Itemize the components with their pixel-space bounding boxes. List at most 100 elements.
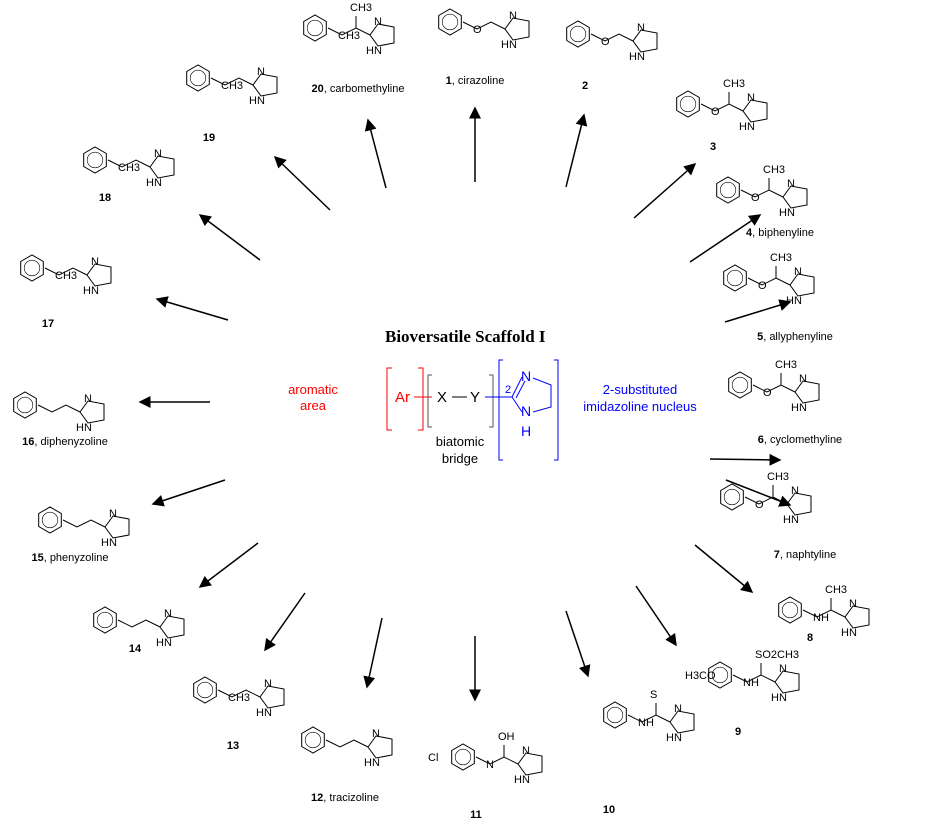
aromatic-area-label: aromatic xyxy=(288,382,338,397)
atom-label: CH3 xyxy=(763,164,785,176)
arrow-to-compound-4 xyxy=(689,214,762,263)
compound-label: 14 xyxy=(129,643,142,655)
x-label: X xyxy=(437,389,447,406)
imidazoline-ring-icon xyxy=(369,23,395,47)
atom-label: CH3 xyxy=(770,252,792,264)
linker-chain xyxy=(117,619,161,628)
compound-number: 14 xyxy=(129,643,142,655)
compound-name: , diphenyzoline xyxy=(34,436,107,448)
arrow-to-compound-15 xyxy=(151,479,226,507)
benzene-ring-icon xyxy=(20,254,44,282)
compound-name: , biphenyline xyxy=(752,227,814,239)
arrow-to-compound-13 xyxy=(264,592,306,652)
imidazoline-n: N xyxy=(522,745,530,757)
linker-chain xyxy=(700,103,744,112)
arrow-to-compound-17 xyxy=(155,296,229,321)
atom-label: O xyxy=(473,24,482,36)
aromatic-circle xyxy=(16,396,34,414)
imidazoline-n: N xyxy=(91,256,99,268)
imidazoline-ring-icon xyxy=(786,492,812,516)
atom-label: CH3 xyxy=(221,80,243,92)
compound-number: 15 xyxy=(31,552,43,564)
compound-label: 4, biphenyline xyxy=(746,227,814,239)
linker-chain xyxy=(217,689,261,698)
imidazoline-n: N xyxy=(154,148,162,160)
benzene-ring-icon xyxy=(708,661,732,689)
nucleus-label: 2-substituted xyxy=(603,382,677,397)
compound-label: 5, allyphenyline xyxy=(757,331,833,343)
benzene-ring-icon xyxy=(603,701,627,729)
imidazoline-ring-icon xyxy=(517,752,543,776)
atom-label: NH xyxy=(813,612,829,624)
aromatic-circle xyxy=(731,376,749,394)
imidazoline-n: N xyxy=(747,92,755,104)
benzene-ring-icon xyxy=(566,20,590,48)
benzene-ring-icon xyxy=(728,371,752,399)
compound-label: 11 xyxy=(470,809,482,821)
imidazoline-n: N xyxy=(787,178,795,190)
nucleus-bracket xyxy=(498,359,559,461)
arrow-to-compound-8 xyxy=(694,544,754,593)
imidazoline-hn: HN xyxy=(101,537,117,549)
compound-number: 19 xyxy=(203,132,215,144)
imidazoline-n: N xyxy=(849,598,857,610)
atom-label: NH xyxy=(638,717,654,729)
compound-label: 6, cyclomethyline xyxy=(758,434,842,446)
imidazoline-n: N xyxy=(637,22,645,34)
aromatic-area-label-2: area xyxy=(300,398,327,413)
benzene-ring-icon xyxy=(723,264,747,292)
arrow-to-compound-20 xyxy=(364,118,387,189)
arrow-to-compound-3 xyxy=(633,163,697,219)
imidazoline-n: N xyxy=(674,703,682,715)
atom-label: NH xyxy=(743,677,759,689)
imidazoline-hn: HN xyxy=(514,774,530,786)
atom-label: CH3 xyxy=(338,30,360,42)
atom-label: O xyxy=(763,387,772,399)
scaffold-title: Bioversatile Scaffold I xyxy=(385,327,546,346)
imidazoline-n: N xyxy=(791,485,799,497)
compound-number: 12 xyxy=(311,792,323,804)
atom-label: SO2CH3 xyxy=(755,649,799,661)
compound-number: 1 xyxy=(446,75,452,87)
aromatic-circle xyxy=(723,488,741,506)
compound-label: 1, cirazoline xyxy=(446,75,505,87)
imidazoline-hn: HN xyxy=(841,627,857,639)
compound-name: , cyclomethyline xyxy=(764,434,842,446)
atom-label: Cl xyxy=(428,752,438,764)
imidazoline-n: N xyxy=(84,393,92,405)
y-label: Y xyxy=(470,389,480,406)
imidazoline-hn: HN xyxy=(666,732,682,744)
benzene-ring-icon xyxy=(676,90,700,118)
imidazoline-ring-icon xyxy=(86,263,112,287)
imidazoline-hn: HN xyxy=(156,637,172,649)
compound-label: 7, naphtyline xyxy=(774,549,836,561)
imidazoline-ring-icon xyxy=(794,380,820,404)
aromatic-circle xyxy=(304,731,322,749)
aromatic-circle xyxy=(196,681,214,699)
imidazoline-hn: HN xyxy=(791,402,807,414)
benzene-ring-icon xyxy=(716,176,740,204)
compound-label: 18 xyxy=(99,192,111,204)
aromatic-circle xyxy=(606,706,624,724)
compound-label: 12, tracizoline xyxy=(311,792,379,804)
compound-number: 8 xyxy=(807,632,813,644)
atom-label: O xyxy=(601,36,610,48)
benzene-ring-icon xyxy=(451,743,475,771)
imidazoline-ring-icon xyxy=(79,400,105,424)
imidazoline-n: N xyxy=(109,508,117,520)
linker-chain xyxy=(475,756,519,765)
linker-chain xyxy=(107,159,151,168)
position-2-label: 2 xyxy=(505,384,511,396)
aromatic-circle xyxy=(781,601,799,619)
